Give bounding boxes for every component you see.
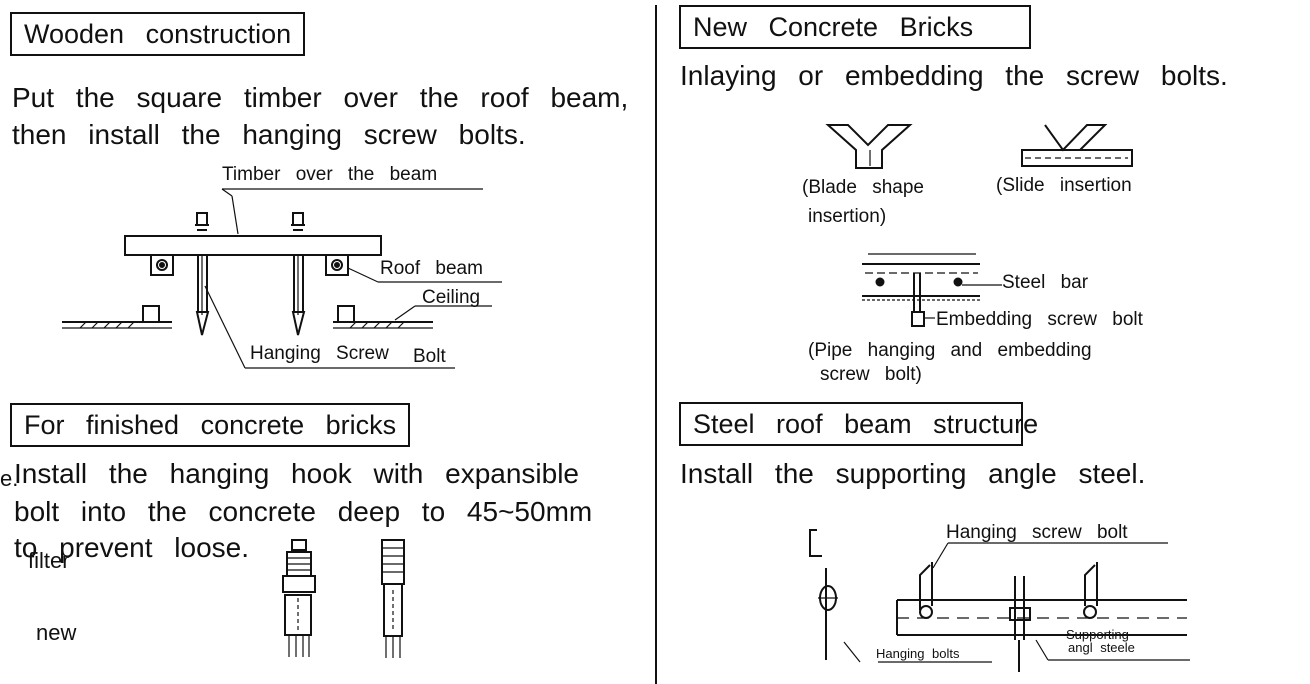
new-concrete-diagram [825,124,1133,327]
new-concrete-title: New Concrete Bricks [679,5,1031,49]
label-blade-shape: (Blade shape [802,177,924,198]
finished-desc-3: to prevent loose. [14,532,250,563]
label-hanging-screw: Hanging Screw [250,343,389,364]
label-hanging-bolts: Hanging bolts [876,646,960,661]
finished-desc-2: bolt into the concrete deep to 45~50mm [14,496,593,527]
steel-beam-title: Steel roof beam structure [679,402,1038,446]
label-bolt: Bolt [413,346,446,367]
label-slide-insertion: (Slide insertion [996,175,1132,196]
label-ceiling: Ceiling [422,287,481,308]
expansion-bolts [282,539,405,658]
finished-concrete-title: For finished concrete bricks [10,403,411,447]
wooden-diagram [62,188,502,369]
stray-e: e. [0,466,19,491]
label-supporting: Supporting [1066,627,1129,642]
label-pipe-hanging: (Pipe hanging and embedding [808,340,1092,361]
label-embedding-bolt: Embedding screw bolt [936,309,1143,330]
label-angl-steele: angl steele [1068,640,1135,655]
label-insertion: insertion) [808,206,887,227]
wooden-desc-2: then install the hanging screw bolts. [12,119,526,150]
label-screw-bolt: screw bolt) [820,364,922,385]
finished-desc-1: Install the hanging hook with expansible [14,458,580,489]
wooden-desc-1: Put the square timber over the roof beam… [12,82,629,113]
label-hanging-screw-bolt: Hanging screw bolt [946,522,1128,543]
label-timber: Timber over the beam [222,164,438,185]
label-roof-beam: Roof beam [380,258,483,279]
steel-beam-diagram [809,529,1190,672]
new-concrete-desc: Inlaying or embedding the screw bolts. [680,60,1228,91]
filter-text: filter [28,548,70,573]
wooden-title: Wooden construction [10,12,306,56]
label-steel-bar: Steel bar [1002,272,1089,293]
steel-beam-desc: Install the supporting angle steel. [680,458,1146,489]
new-text: new [36,620,77,645]
